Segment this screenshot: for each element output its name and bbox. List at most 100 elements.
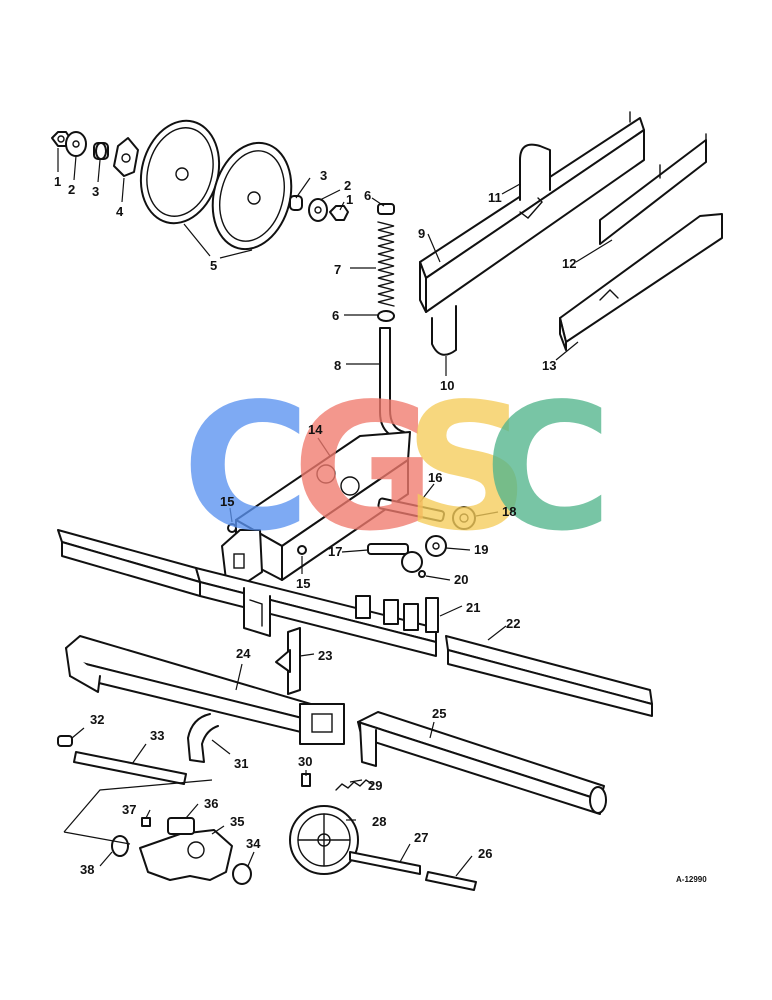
shaft-27 bbox=[349, 851, 421, 875]
bearing-right bbox=[289, 195, 303, 211]
center-bracket-assembly bbox=[221, 431, 499, 585]
sprocket-18 bbox=[452, 506, 476, 530]
bushing-38 bbox=[111, 835, 129, 857]
u-bolt-10 bbox=[431, 305, 457, 356]
collar-top bbox=[377, 203, 395, 215]
toolbar-right-22 bbox=[445, 635, 653, 717]
toolbar-center-21 bbox=[195, 567, 439, 657]
callout-label: 6 bbox=[364, 188, 371, 203]
callout-label: 3 bbox=[320, 168, 327, 183]
frame-bars bbox=[419, 111, 723, 376]
callout-label: 38 bbox=[80, 862, 94, 877]
callout-label: 19 bbox=[474, 542, 488, 557]
reference-code: A-12990 bbox=[676, 875, 707, 884]
callout-label: 25 bbox=[432, 706, 446, 721]
collar-34 bbox=[232, 863, 252, 885]
drive-assembly bbox=[57, 713, 477, 891]
callout-label: 20 bbox=[454, 572, 468, 587]
pin-37 bbox=[141, 817, 151, 827]
frame-bar-9 bbox=[419, 111, 645, 313]
callout-label: 11 bbox=[488, 190, 502, 205]
gearbox-35 bbox=[139, 829, 233, 881]
callout-label: 37 bbox=[122, 802, 136, 817]
wheel-assembly bbox=[51, 119, 349, 259]
callout-label: 16 bbox=[428, 470, 442, 485]
callout-label: 12 bbox=[562, 256, 576, 271]
hex-nut-right bbox=[329, 205, 349, 221]
sprocket-small bbox=[401, 551, 423, 573]
callout-label: 27 bbox=[414, 830, 428, 845]
bolt-32 bbox=[57, 735, 73, 747]
shaft-16 bbox=[377, 497, 445, 522]
callout-label: 2 bbox=[68, 182, 75, 197]
callout-label: 30 bbox=[298, 754, 312, 769]
sprocket-28 bbox=[289, 805, 359, 875]
callout-labels: 1 2 3 4 5 3 2 1 6 7 6 8 9 10 11 12 13 14… bbox=[54, 168, 707, 884]
callout-label: 35 bbox=[230, 814, 244, 829]
callout-label: 34 bbox=[246, 836, 261, 851]
shaft-26 bbox=[425, 871, 477, 891]
frame-bar-12 bbox=[599, 133, 707, 245]
callout-label: 4 bbox=[116, 204, 124, 219]
callout-label: 22 bbox=[506, 616, 520, 631]
wheel-rim-rear bbox=[211, 141, 293, 251]
washer-right bbox=[308, 198, 328, 222]
callout-label: 15 bbox=[220, 494, 234, 509]
watermark: C G S C bbox=[182, 367, 612, 570]
collar-bottom bbox=[377, 310, 395, 322]
beam-25 bbox=[357, 711, 607, 815]
callout-label: 15 bbox=[296, 576, 310, 591]
callout-label: 23 bbox=[318, 648, 332, 663]
watermark-letter: C bbox=[182, 367, 310, 570]
beam-24 bbox=[65, 635, 345, 745]
callout-label: 29 bbox=[368, 778, 382, 793]
hitch-bracket bbox=[243, 587, 271, 637]
callout-label: 7 bbox=[334, 262, 341, 277]
callout-label: 26 bbox=[478, 846, 492, 861]
callout-label: 18 bbox=[502, 504, 516, 519]
bolt-15-lower bbox=[297, 545, 307, 555]
callout-label: 17 bbox=[328, 544, 342, 559]
u-bolt-11 bbox=[519, 143, 551, 201]
sprocket-19 bbox=[425, 535, 447, 557]
callout-label: 6 bbox=[332, 308, 339, 323]
callout-label: 14 bbox=[308, 422, 323, 437]
chain-29 bbox=[335, 779, 373, 791]
watermark-letter: C bbox=[484, 367, 612, 570]
callout-label: 10 bbox=[440, 378, 454, 393]
beam-assembly bbox=[65, 627, 607, 815]
callout-label: 21 bbox=[466, 600, 480, 615]
u-bolt-31 bbox=[187, 713, 219, 763]
callout-label: 1 bbox=[346, 192, 353, 207]
callout-label: 31 bbox=[234, 756, 248, 771]
toolbar-left-section bbox=[57, 529, 201, 597]
brace-23 bbox=[275, 627, 301, 695]
callout-label: 1 bbox=[54, 174, 61, 189]
shaft-33 bbox=[73, 751, 187, 785]
callout-label: 33 bbox=[150, 728, 164, 743]
callout-label: 5 bbox=[210, 258, 217, 273]
wheel-rim-front bbox=[139, 119, 221, 225]
callout-label: 36 bbox=[204, 796, 218, 811]
washer-left bbox=[65, 131, 87, 157]
main-toolbar bbox=[57, 529, 653, 717]
bearing-left bbox=[93, 142, 109, 160]
watermark-letter: S bbox=[404, 367, 530, 570]
watermark-letter: G bbox=[292, 367, 436, 570]
shaft-17 bbox=[367, 543, 409, 555]
callout-label: 3 bbox=[92, 184, 99, 199]
set-screw-20 bbox=[418, 570, 426, 578]
gear-36 bbox=[167, 817, 195, 835]
bolt-15-upper bbox=[227, 523, 237, 533]
callout-label: 32 bbox=[90, 712, 104, 727]
frame-bar-13 bbox=[559, 213, 723, 351]
hub-plate bbox=[113, 137, 139, 177]
compression-spring bbox=[377, 221, 395, 307]
callout-label: 24 bbox=[236, 646, 251, 661]
callout-label: 2 bbox=[344, 178, 351, 193]
callout-label: 28 bbox=[372, 814, 386, 829]
callout-label: 9 bbox=[418, 226, 425, 241]
callout-label: 13 bbox=[542, 358, 556, 373]
callout-label: 8 bbox=[334, 358, 341, 373]
